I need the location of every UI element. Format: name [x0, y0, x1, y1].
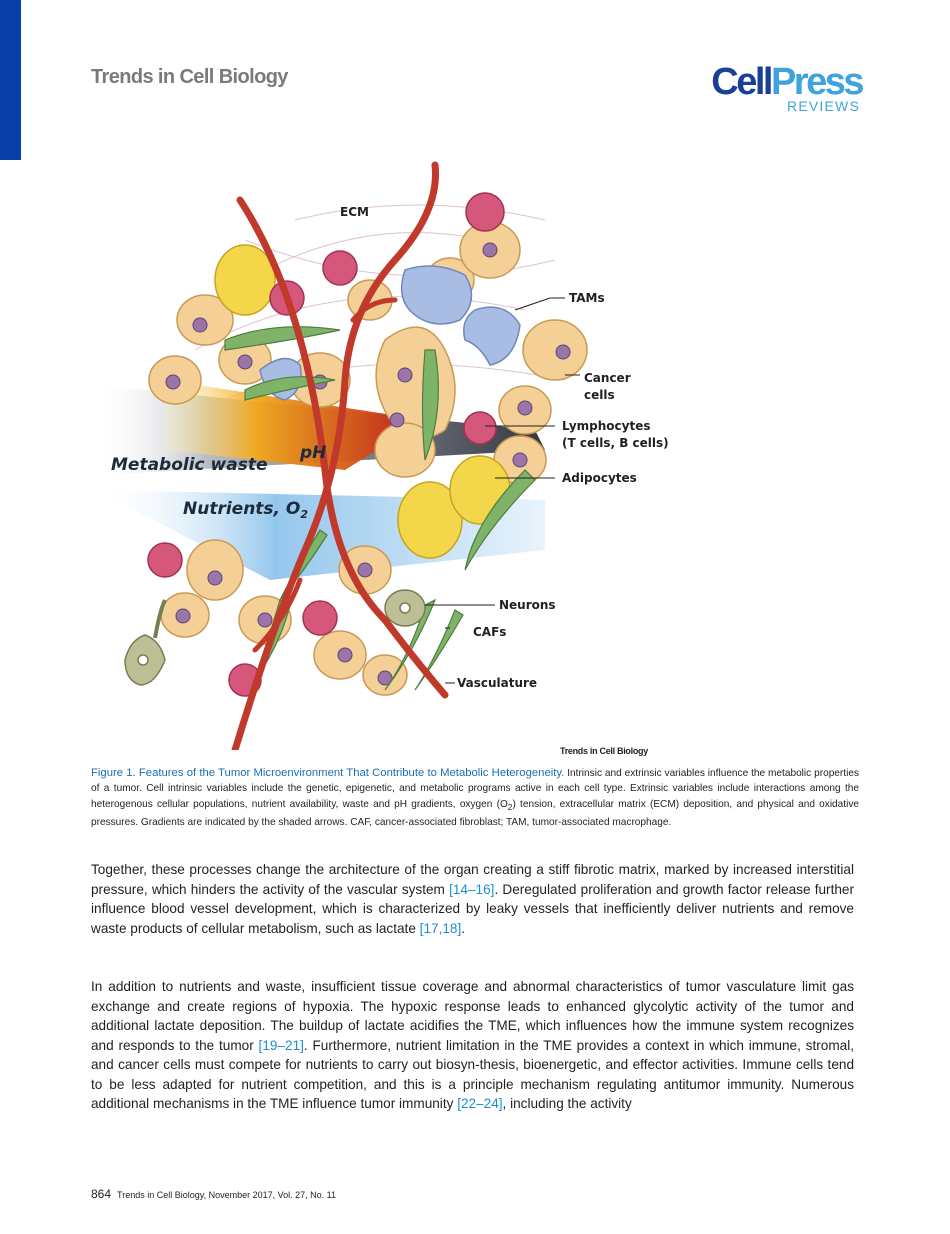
lymphocyte — [322, 250, 358, 286]
footer-citation: Trends in Cell Biology, November 2017, V… — [117, 1190, 336, 1200]
p2-text-a: In addition to nutrients and waste, insu… — [91, 979, 854, 1053]
lymphocyte — [302, 600, 338, 636]
adipocyte — [397, 481, 463, 559]
nutrients-o2-text: Nutrients, O — [183, 499, 300, 519]
citation-link[interactable]: [17,18] — [419, 920, 462, 936]
caf — [421, 349, 439, 461]
page-footer: 864 Trends in Cell Biology, November 2017… — [91, 1187, 336, 1201]
p1-text-c: . — [461, 920, 466, 936]
adipocyte — [214, 244, 276, 316]
vasculature-label: Vasculature — [457, 676, 537, 690]
p2-text-b: . Furthermore, nutrient limitation in th… — [91, 1037, 854, 1112]
nutrients-o2-label: Nutrients, O2 — [183, 499, 308, 521]
leader-lines — [425, 297, 580, 684]
figure-1-illustration: ECM TAMs Cancer cells Lymphocytes (T cel… — [95, 150, 675, 754]
p1-text-b: . Deregulated proliferation and growth f… — [91, 881, 854, 936]
o2-subscript: 2 — [300, 508, 308, 521]
figure-source: Trends in Cell Biology — [560, 746, 648, 756]
neuron-axon — [153, 599, 167, 639]
caption-subscript: 2 — [507, 801, 513, 812]
cellpress-logo: CellPress REVIEWS — [711, 61, 865, 118]
logo-cell-text: Cell — [711, 61, 773, 103]
neurons-label: Neurons — [499, 598, 556, 612]
cafs-label: CAFs — [473, 625, 506, 639]
citation-link[interactable]: [22–24] — [457, 1096, 503, 1111]
tam — [463, 306, 521, 366]
lymphocyte — [463, 411, 497, 445]
lymphocyte — [147, 542, 183, 578]
vessel — [236, 196, 449, 699]
ph-label: pH — [299, 443, 326, 463]
cancer-cell — [186, 539, 244, 601]
cancer-cell — [522, 319, 588, 381]
cancer-cell — [374, 422, 436, 478]
vessel — [252, 577, 303, 653]
p2-text-c: , including the activity — [502, 1096, 632, 1111]
caf — [224, 326, 341, 351]
adipocytes-label: Adipocytes — [562, 471, 637, 485]
neurons — [124, 589, 426, 686]
tams-label: TAMs — [569, 291, 605, 305]
caption-text-b: ) tension, extracellular matrix (ECM) de… — [91, 798, 859, 829]
logo-reviews-text: REVIEWS — [787, 98, 860, 114]
page-number: 864 — [91, 1187, 112, 1201]
caf — [464, 469, 536, 571]
tam — [400, 265, 473, 325]
logo-press-text: Press — [770, 61, 865, 103]
journal-title: Trends in Cell Biology — [91, 66, 288, 88]
figure-caption: Figure 1. Features of the Tumor Microenv… — [91, 766, 859, 831]
lymphocytes-label-line1: Lymphocytes — [562, 419, 651, 433]
lymphocytes-label-line2: (T cells, B cells) — [562, 436, 669, 450]
p1-text-a: Together, these processes change the arc… — [91, 862, 854, 897]
vessel — [350, 297, 398, 323]
lymphocyte — [465, 192, 505, 232]
vessel — [231, 161, 439, 754]
cancer-cells-label-line2: cells — [584, 388, 615, 402]
side-accent-bar — [0, 0, 21, 160]
caption-title: Figure 1. Features of the Tumor Microenv… — [91, 767, 565, 779]
lymphocytes — [147, 192, 505, 697]
metabolic-waste-label: Metabolic waste — [111, 455, 268, 475]
logo-wordmark: CellPress — [711, 61, 865, 103]
adipocytes — [214, 244, 511, 559]
ecm-label: ECM — [340, 205, 369, 219]
cancer-cells-label-line1: Cancer — [584, 371, 631, 385]
citation-link[interactable]: [19–21] — [258, 1037, 304, 1053]
caf — [384, 598, 437, 691]
caption-text-a: Intrinsic and extrinsic variables influe… — [91, 768, 859, 810]
body-paragraph-2: In addition to nutrients and waste, insu… — [91, 977, 854, 1114]
body-paragraph-1: Together, these processes change the arc… — [91, 860, 854, 938]
tumor-microenvironment-diagram: ECM TAMs Cancer cells Lymphocytes (T cel… — [95, 161, 669, 754]
vasculature — [231, 161, 449, 754]
caf — [414, 609, 464, 691]
ph-gradient — [165, 380, 425, 470]
citation-link[interactable]: [14–16] — [449, 881, 495, 897]
